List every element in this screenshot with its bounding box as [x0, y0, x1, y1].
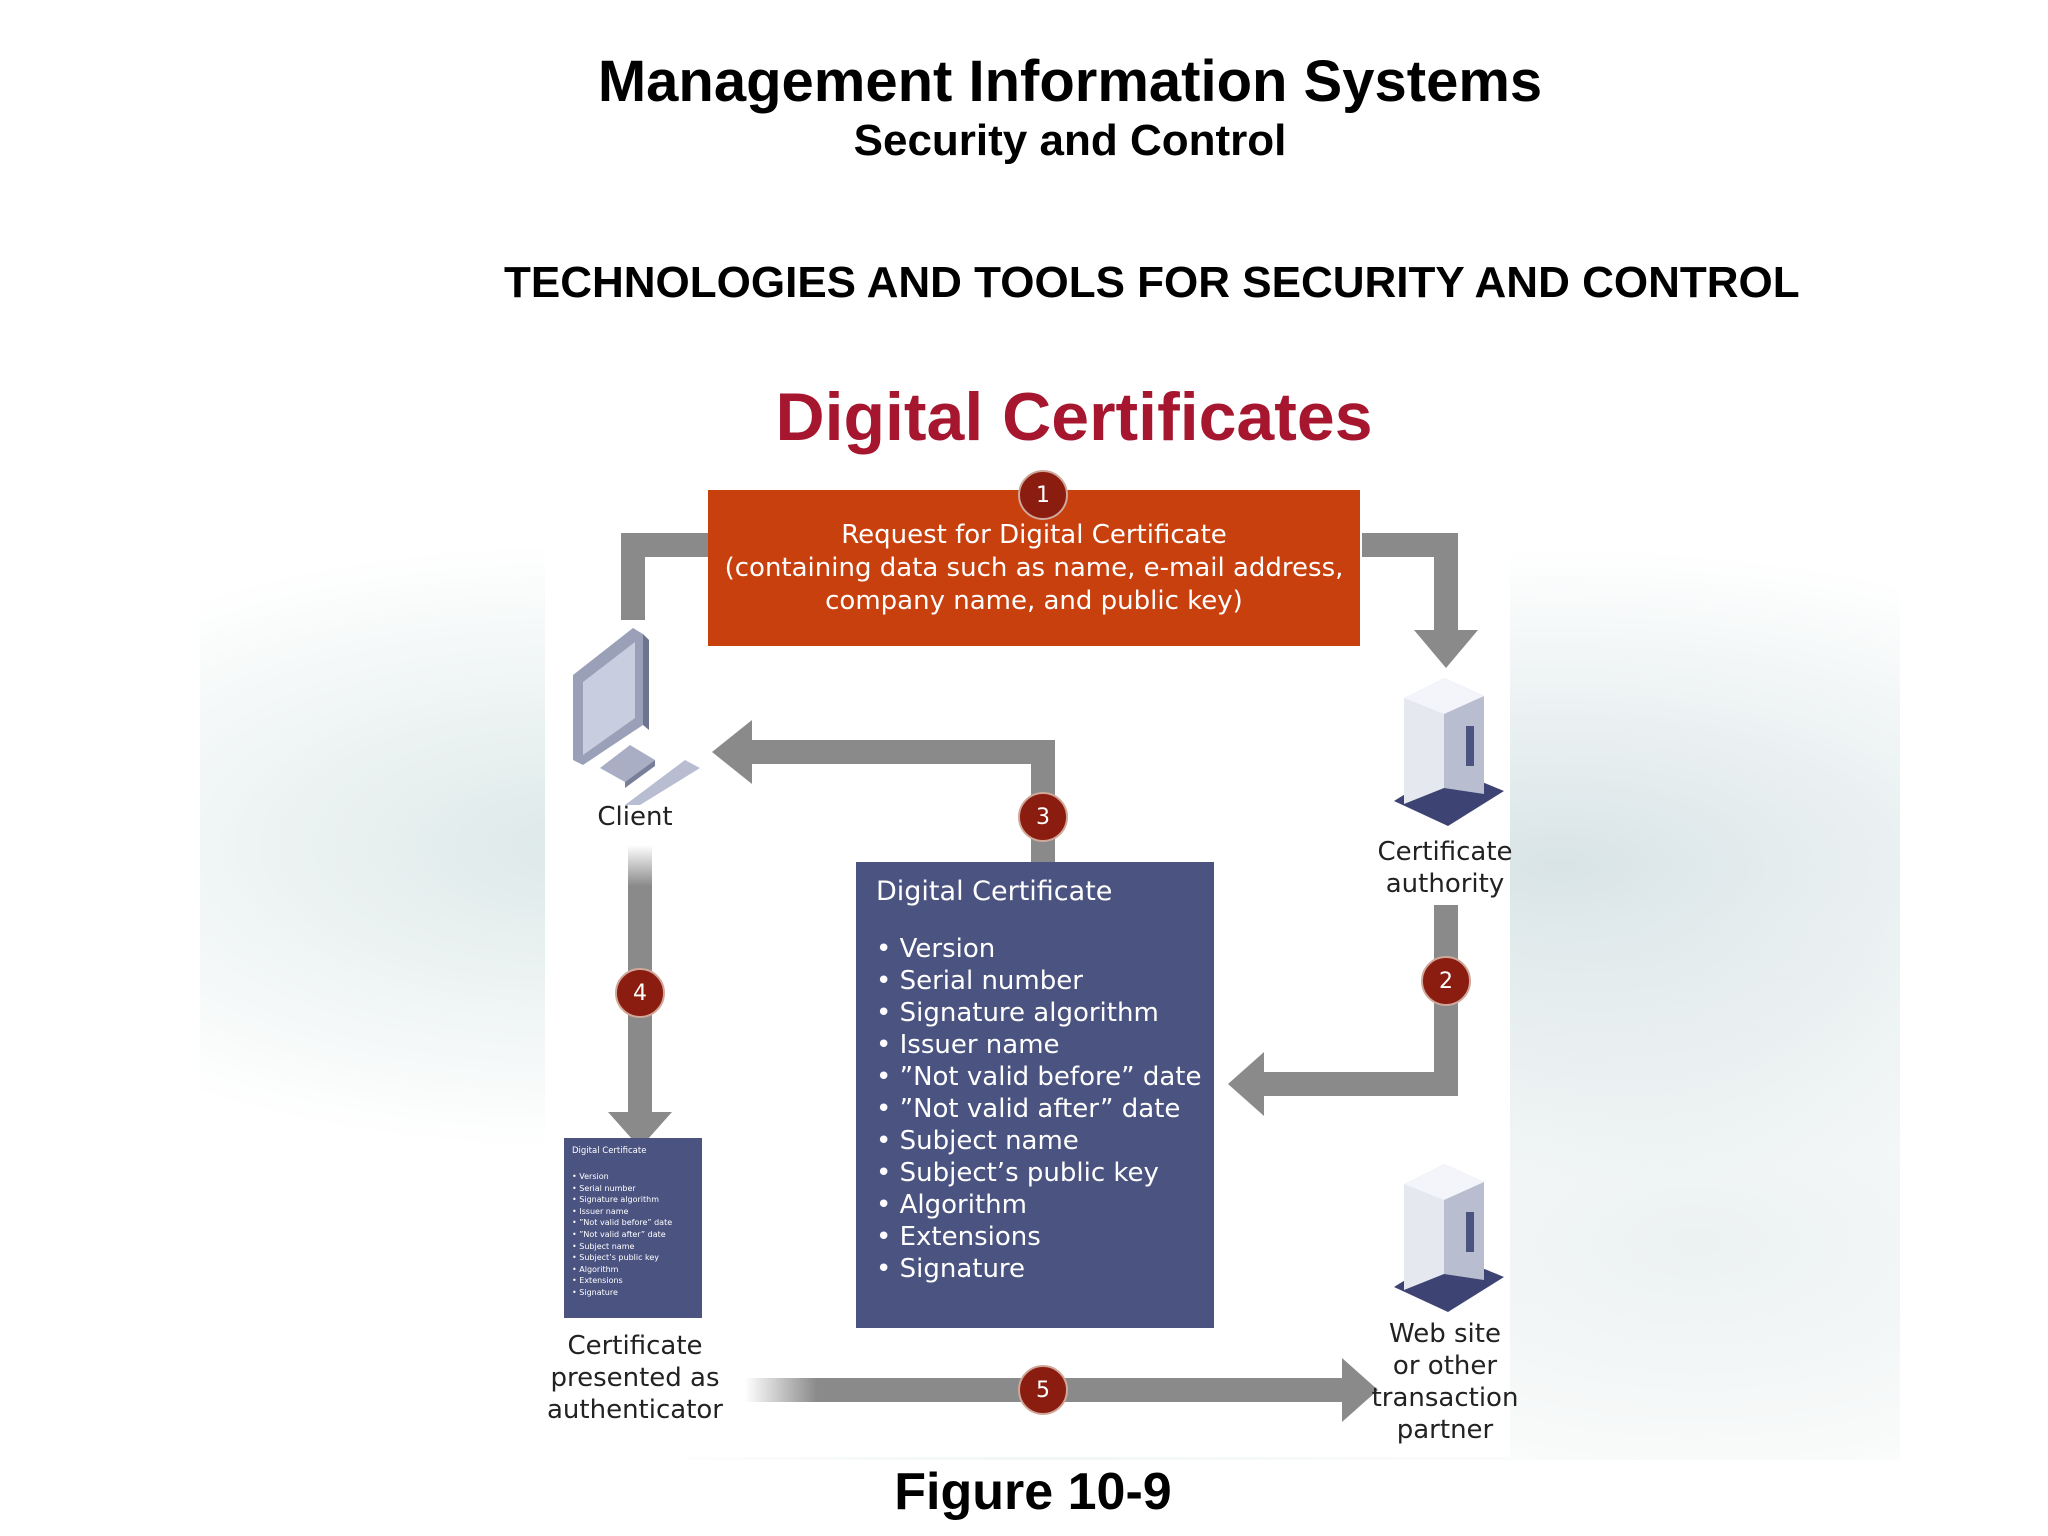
certificate-field: Issuer name — [876, 1029, 1194, 1061]
partner-label-line-1: Web site — [1389, 1319, 1501, 1349]
server-tower-icon — [1394, 1164, 1504, 1312]
ca-label-line-2: authority — [1385, 869, 1505, 899]
arrow-ca-to-certificate — [1262, 905, 1458, 1096]
step-badge-1: 1 — [1018, 470, 1068, 520]
step-badge-4: 4 — [615, 968, 665, 1018]
request-box: Request for Digital Certificate (contain… — [708, 490, 1360, 646]
page-title: Management Information Systems — [597, 49, 1543, 114]
arrow-head-to-client — [712, 720, 752, 784]
arrow-head-to-certificate — [1228, 1052, 1264, 1116]
request-line-3: company name, and public key) — [825, 585, 1243, 616]
small-certificate-field: Subject name — [572, 1241, 694, 1253]
request-line-1: Request for Digital Certificate — [841, 519, 1227, 550]
partner-label-line-3: transaction — [1371, 1383, 1519, 1413]
certificate-field: Signature — [876, 1253, 1194, 1285]
presented-label-line-3: authenticator — [547, 1395, 723, 1425]
small-certificate-field: Subject’s public key — [572, 1252, 694, 1264]
small-certificate-field: Algorithm — [572, 1264, 694, 1276]
small-certificate-field: Signature — [572, 1287, 694, 1299]
presented-label: Certificate presented as authenticator — [535, 1330, 735, 1426]
small-certificate-field: Serial number — [572, 1183, 694, 1195]
small-certificate-field: Extensions — [572, 1275, 694, 1287]
arrow-head-to-partner — [1342, 1358, 1378, 1422]
small-certificate-field: ”Not valid after” date — [572, 1229, 694, 1241]
small-digital-certificate: Digital Certificate Version Serial numbe… — [564, 1138, 702, 1318]
step-badge-5: 5 — [1018, 1365, 1068, 1415]
certificate-field: Serial number — [876, 965, 1194, 997]
presented-label-line-2: presented as — [550, 1363, 720, 1393]
ca-label: Certificate authority — [1360, 836, 1530, 900]
diagram-title: Digital Certificates — [775, 379, 1373, 455]
certificate-field: Subject name — [876, 1125, 1194, 1157]
step-badge-3: 3 — [1018, 792, 1068, 842]
request-line-2: (containing data such as name, e-mail ad… — [724, 552, 1344, 583]
certificate-field: ”Not valid after” date — [876, 1093, 1194, 1125]
certificate-field: Signature algorithm — [876, 997, 1194, 1029]
small-certificate-field: ”Not valid before” date — [572, 1217, 694, 1229]
arrow-request-to-ca — [1362, 533, 1458, 632]
partner-label-line-2: or other — [1392, 1351, 1498, 1381]
step-badge-2: 2 — [1421, 956, 1471, 1006]
small-certificate-title: Digital Certificate — [572, 1146, 647, 1156]
digital-certificate: Digital Certificate Version Serial numbe… — [856, 862, 1214, 1328]
certificate-field: Algorithm — [876, 1189, 1194, 1221]
presented-label-line-1: Certificate — [567, 1331, 703, 1361]
partner-label-line-4: partner — [1396, 1415, 1494, 1445]
figure-caption: Figure 10-9 — [894, 1463, 1172, 1521]
certificate-field: Extensions — [876, 1221, 1194, 1253]
section-heading: TECHNOLOGIES AND TOOLS FOR SECURITY AND … — [504, 258, 1800, 307]
arrow-client-to-request — [621, 533, 712, 620]
partner-label: Web site or other transaction partner — [1350, 1318, 1540, 1446]
arrow-head-to-ca — [1414, 630, 1478, 668]
server-tower-icon — [1394, 678, 1504, 826]
certificate-field: Version — [876, 933, 1194, 965]
arrow-head-to-small-cert — [608, 1112, 672, 1148]
computer-monitor-icon — [573, 628, 700, 805]
ca-label-line-1: Certificate — [1377, 837, 1513, 867]
small-certificate-field: Issuer name — [572, 1206, 694, 1218]
page-subtitle: Security and Control — [853, 116, 1287, 165]
small-certificate-field: Version — [572, 1171, 694, 1183]
certificate-title: Digital Certificate — [876, 876, 1113, 907]
small-certificate-field: Signature algorithm — [572, 1194, 694, 1206]
certificate-field: Subject’s public key — [876, 1157, 1194, 1189]
arrow-certificate-to-client — [750, 740, 1055, 862]
certificate-field: ”Not valid before” date — [876, 1061, 1202, 1093]
client-label: Client — [597, 802, 673, 832]
